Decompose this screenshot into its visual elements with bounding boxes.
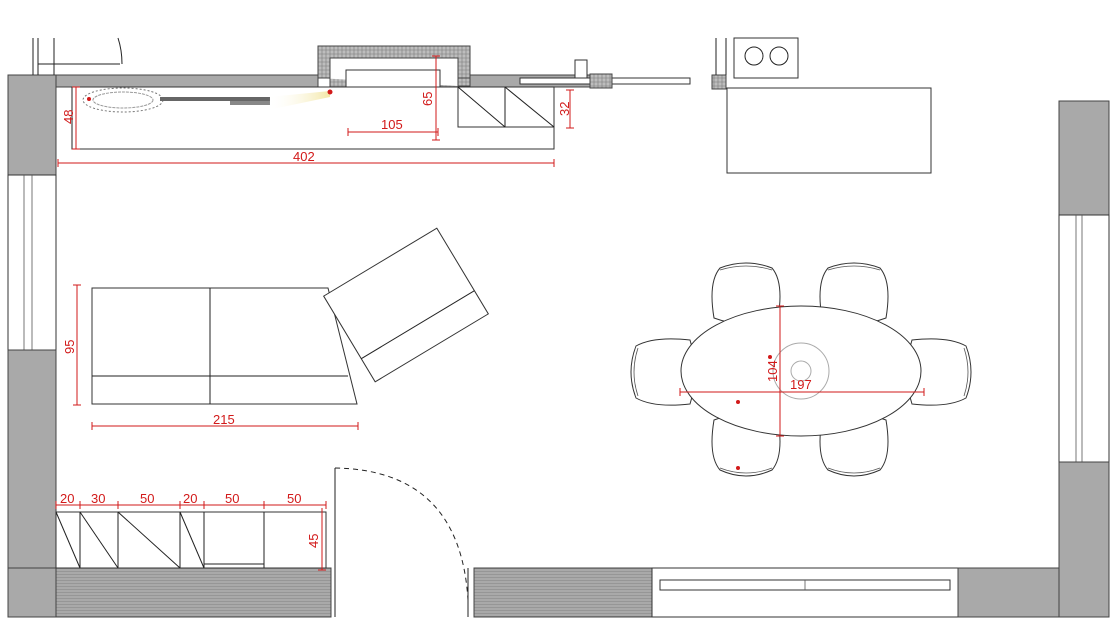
dining-set	[630, 262, 972, 477]
dining-table	[680, 305, 922, 437]
wall-bottom-left	[55, 567, 332, 618]
tv-unit	[71, 86, 555, 150]
wall-right-top	[1058, 100, 1110, 216]
wall-bottom-corner-left	[7, 567, 57, 618]
wall-bottom-middle	[473, 567, 653, 618]
dim-seg-1: 20	[60, 491, 74, 506]
shelf-unit	[457, 86, 555, 128]
window-bottom	[651, 567, 959, 618]
chairs	[630, 262, 972, 477]
walls	[7, 37, 1110, 618]
wall-right-bottom	[1058, 461, 1110, 618]
wall-left-bottom	[7, 349, 57, 569]
dim-storage-depth: 45	[306, 534, 321, 548]
dim-wall-run: 402	[293, 149, 315, 164]
chair-right	[906, 338, 972, 406]
dim-seg-3: 50	[140, 491, 154, 506]
dim-table-length: 197	[790, 377, 812, 392]
centerpiece-icon	[772, 342, 830, 400]
lamp-light	[268, 91, 330, 110]
dim-seg-2: 30	[91, 491, 105, 506]
dim-shelf-depth: 32	[557, 102, 572, 116]
dim-fireplace-depth: 65	[420, 92, 435, 106]
door-top-left	[32, 37, 123, 75]
sliding-door-top	[519, 59, 691, 89]
sofa	[91, 227, 490, 405]
dim-cabinet-depth-left: 48	[61, 110, 76, 124]
dim-seg-6: 50	[287, 491, 301, 506]
window-left	[7, 174, 57, 351]
dim-sofa-width: 215	[213, 412, 235, 427]
window-right	[1058, 214, 1110, 463]
storage-unit	[55, 511, 327, 569]
wall-column-top	[711, 74, 727, 90]
cooktop	[733, 37, 799, 79]
kitchen-island	[726, 87, 932, 174]
wall-bottom-right	[957, 567, 1060, 618]
tv-icon	[160, 97, 270, 101]
dim-sofa-depth: 95	[62, 340, 77, 354]
dim-table-depth: 104	[765, 360, 780, 382]
wall-top-left	[55, 74, 319, 88]
wall-left-top	[7, 74, 57, 176]
dim-fireplace-width: 105	[381, 117, 403, 132]
dim-seg-5: 50	[225, 491, 239, 506]
entry-door	[334, 467, 469, 617]
dimensions: 48 65 105 32 402 95 215 1	[55, 55, 925, 571]
dim-seg-4: 20	[183, 491, 197, 506]
